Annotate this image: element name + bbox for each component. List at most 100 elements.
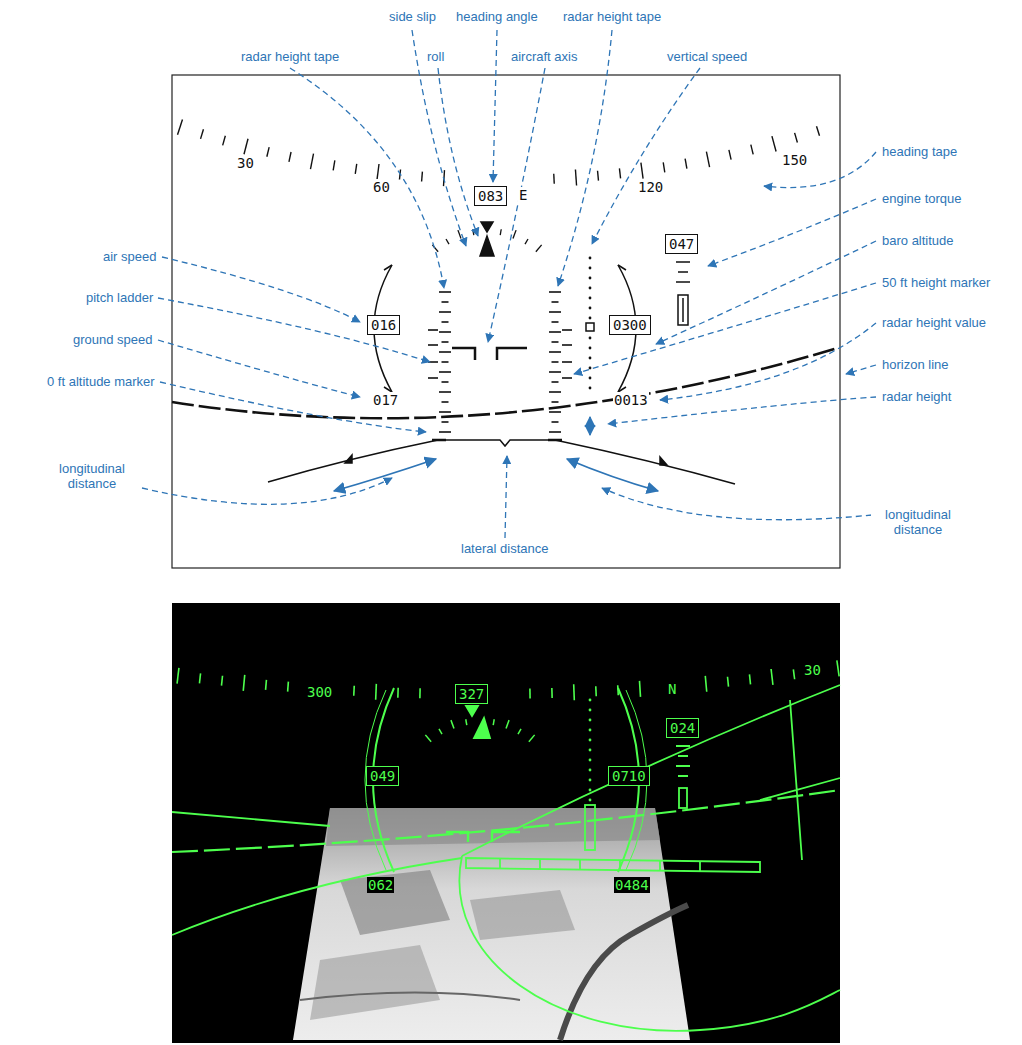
distance-markers bbox=[345, 455, 667, 465]
distance-lines bbox=[268, 440, 735, 484]
speed-dot bbox=[589, 749, 592, 752]
speed-dot bbox=[589, 789, 592, 792]
value-box: 327 bbox=[455, 684, 488, 704]
tape-tick bbox=[442, 341, 449, 343]
pitch-rung bbox=[428, 344, 438, 346]
sideslip-marker bbox=[480, 236, 494, 256]
speed-dot bbox=[589, 759, 592, 762]
tape-tick bbox=[552, 321, 559, 323]
photo-river bbox=[560, 905, 688, 1040]
roll-tick bbox=[473, 229, 474, 235]
heading-tape bbox=[177, 660, 839, 700]
vertical-speed-dots bbox=[589, 257, 592, 390]
grid-line bbox=[760, 700, 840, 860]
speed-dot bbox=[589, 719, 592, 722]
leader-line bbox=[505, 456, 507, 538]
speed-dot bbox=[589, 779, 592, 782]
heading-tick bbox=[397, 688, 399, 698]
value-text: 0710 bbox=[612, 768, 646, 784]
leader-line bbox=[708, 199, 876, 266]
radar-height-tapes bbox=[428, 292, 572, 432]
heading-tick bbox=[178, 120, 183, 135]
panel-frame bbox=[172, 75, 840, 568]
heading-tick bbox=[287, 682, 289, 692]
hud-value: 062 bbox=[367, 877, 394, 893]
roll-tick bbox=[525, 239, 528, 244]
guidance-curve bbox=[459, 856, 840, 1031]
heading-tick bbox=[837, 660, 839, 676]
callout-label: ground speed bbox=[71, 333, 155, 348]
roll-tick bbox=[518, 729, 521, 734]
hud-value: 60 bbox=[372, 179, 391, 195]
hud-value: E bbox=[518, 187, 528, 203]
roll-tick bbox=[466, 719, 467, 725]
heading-tick bbox=[685, 159, 687, 169]
callout-label: side slip bbox=[387, 10, 438, 25]
tape-tick bbox=[549, 371, 561, 373]
speed-dot bbox=[589, 267, 592, 270]
value-box: 049 bbox=[366, 766, 399, 786]
hud-photo-frame bbox=[172, 603, 840, 1043]
value-text: 327 bbox=[459, 686, 484, 702]
speed-dot bbox=[589, 337, 592, 340]
leader-line bbox=[412, 30, 466, 246]
speed-dot bbox=[589, 357, 592, 360]
leader-line bbox=[290, 68, 444, 288]
leader-line bbox=[438, 68, 478, 236]
pitch-rung bbox=[562, 344, 572, 346]
photo-field bbox=[310, 945, 440, 1020]
hud-value: 30 bbox=[236, 155, 255, 171]
callout-label: radar height bbox=[880, 390, 953, 405]
callout-label: heading angle bbox=[454, 10, 540, 25]
value-box: 083 bbox=[474, 186, 507, 206]
leader-line bbox=[493, 30, 497, 182]
heading-tick bbox=[553, 174, 555, 184]
grid-line bbox=[172, 812, 330, 826]
tape-tick bbox=[442, 421, 449, 423]
tape-tick bbox=[442, 401, 449, 403]
hud-value: 0484 bbox=[614, 877, 650, 893]
pitch-rung bbox=[428, 329, 438, 331]
tape-tick bbox=[552, 421, 559, 423]
hud-value: 017 bbox=[372, 392, 399, 408]
tape-tick bbox=[552, 361, 559, 363]
pitch-rung bbox=[562, 377, 572, 379]
roll-tick bbox=[493, 719, 494, 725]
heading-tick bbox=[727, 677, 730, 687]
heading-tick bbox=[267, 147, 269, 157]
speed-dot bbox=[589, 387, 592, 390]
value-text: 083 bbox=[478, 188, 503, 204]
value-text: 024 bbox=[670, 720, 695, 736]
roll-tick bbox=[425, 735, 431, 742]
heading-tick bbox=[817, 126, 820, 136]
heading-tick bbox=[221, 676, 222, 686]
leader-lines bbox=[142, 30, 876, 538]
heading-tick bbox=[355, 164, 356, 174]
tape-tick bbox=[549, 411, 561, 413]
roll-tick bbox=[458, 230, 461, 238]
leader-line bbox=[846, 365, 876, 374]
heading-tick bbox=[595, 686, 597, 696]
speed-dot bbox=[589, 257, 592, 260]
radar-height-tape bbox=[466, 858, 760, 872]
vertical-speed-marker bbox=[586, 323, 594, 331]
pitch-rung bbox=[428, 377, 438, 379]
tape-tick bbox=[442, 361, 449, 363]
tape-tick bbox=[442, 381, 449, 383]
sideslip-marker bbox=[474, 718, 490, 738]
torque-bar bbox=[678, 295, 688, 325]
callout-label: heading tape bbox=[880, 145, 959, 160]
tape-tick bbox=[549, 351, 561, 353]
value-box: 0710 bbox=[608, 766, 650, 786]
torque-bar bbox=[679, 788, 687, 808]
callout-label: lateral distance bbox=[459, 542, 550, 557]
roll-pointer bbox=[481, 222, 493, 232]
leader-line bbox=[592, 68, 700, 244]
heading-tick bbox=[265, 680, 267, 690]
roll-tick bbox=[506, 720, 509, 728]
hud-value: 300 bbox=[306, 684, 333, 700]
zero-ft-marker bbox=[432, 439, 562, 442]
heading-tick bbox=[772, 136, 776, 151]
speed-dot bbox=[589, 307, 592, 310]
